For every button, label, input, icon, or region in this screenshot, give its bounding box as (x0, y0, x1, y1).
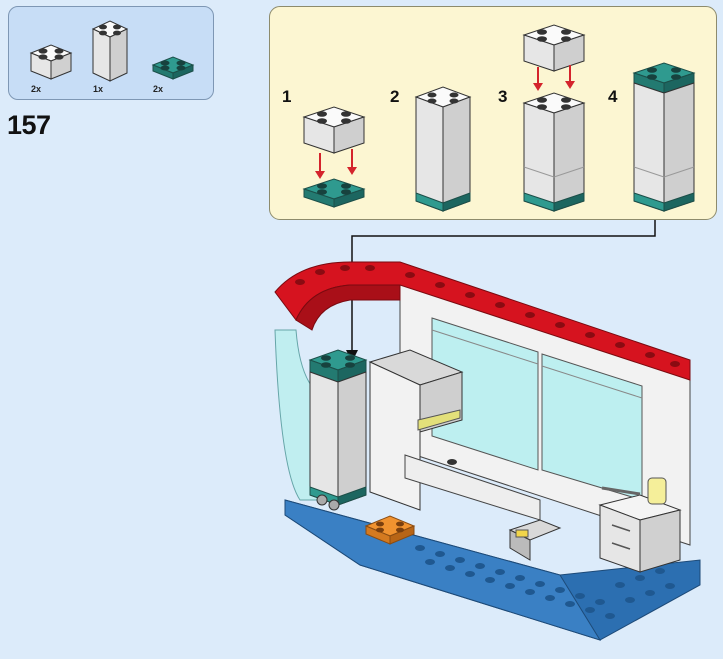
substep-3-brick (522, 24, 586, 72)
part-qty: 1x (93, 84, 104, 94)
back-wall (399, 277, 691, 546)
substep-1-arrows (315, 149, 357, 179)
sub-assembly-panel: 1 2 3 4 (269, 6, 717, 220)
substep-2-column (414, 86, 472, 212)
substep-1-brick (302, 106, 366, 154)
substep-1-plate (302, 178, 366, 208)
part-qty: 2x (31, 84, 42, 94)
side-cabinet (598, 477, 682, 573)
substep-3-arrows (533, 65, 575, 91)
parts-illustration (29, 20, 195, 82)
placed-column (308, 349, 368, 506)
equipment-tray (508, 519, 562, 561)
curved-glass-wall (274, 329, 321, 501)
sub-assembly-illustration (302, 24, 696, 212)
sub-step-number: 1 (282, 87, 292, 106)
part-teal-plate-2x2 (151, 56, 195, 80)
sub-step-number: 4 (608, 87, 618, 106)
orange-plate (364, 515, 416, 545)
step-number: 157 (7, 110, 51, 140)
substep-3-column (522, 92, 586, 212)
part-white-brick-2x2 (29, 44, 73, 80)
sub-step-number: 3 (498, 87, 508, 106)
substep-4-column (632, 62, 696, 212)
parts-list: 2x 1x 2x (8, 6, 214, 100)
sub-step-number: 2 (390, 87, 400, 106)
part-qty: 2x (153, 84, 164, 94)
part-white-brick-tall (91, 20, 129, 82)
scanner-unit (316, 349, 541, 521)
red-roof-rim (274, 261, 691, 381)
